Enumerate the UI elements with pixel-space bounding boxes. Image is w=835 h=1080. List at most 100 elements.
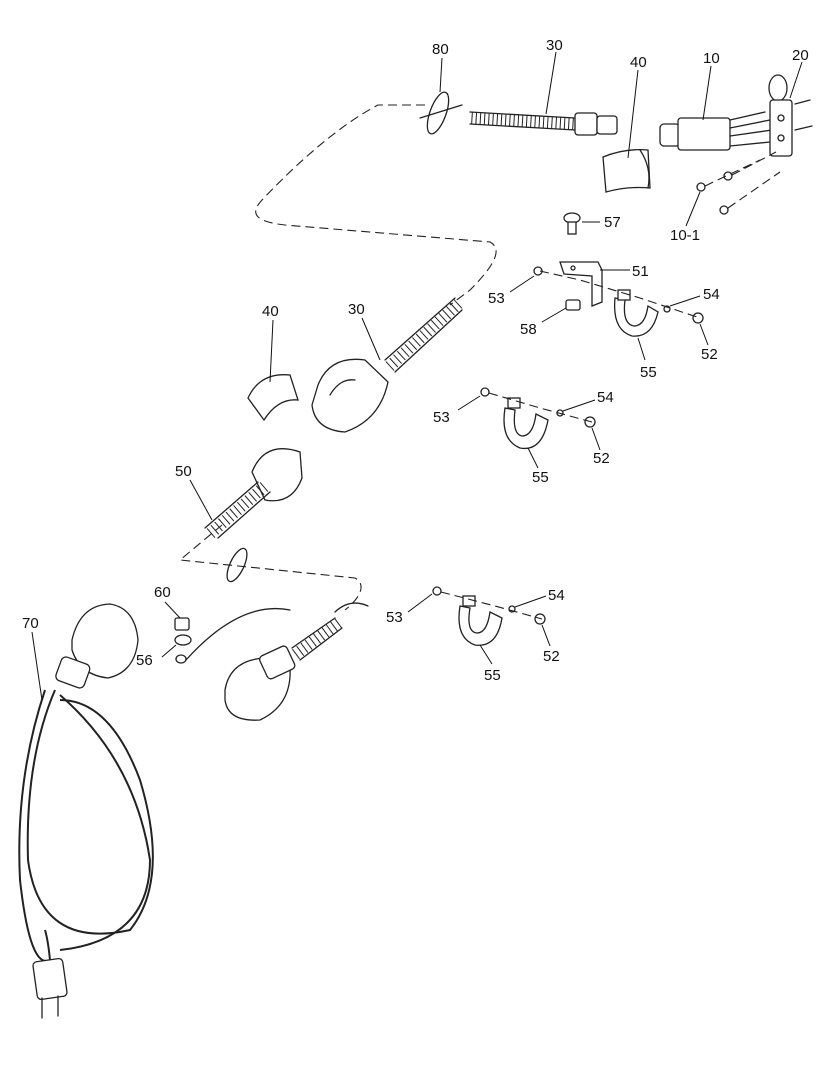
hose-rib [551, 116, 553, 129]
hose-rib [248, 491, 257, 502]
hose-rib [244, 495, 254, 506]
hose-rib [419, 330, 429, 340]
hose-rib [334, 617, 342, 629]
label-52-c: 52 [543, 648, 560, 665]
cable-routing-path [255, 104, 497, 306]
hose-rib [415, 333, 425, 344]
hose-rib [404, 344, 414, 354]
hose-rib [240, 498, 250, 509]
label-56: 56 [136, 652, 153, 669]
knob-57 [563, 212, 581, 235]
hose-rib [446, 306, 455, 316]
terminal-bracket-20 [768, 74, 813, 157]
hose-rib [525, 115, 528, 128]
hose-rib [530, 115, 532, 128]
label-30-top: 30 [546, 37, 563, 54]
hose-rib [329, 620, 338, 632]
hose-rib [538, 115, 541, 129]
label-51: 51 [632, 263, 649, 280]
nut-53-c [432, 586, 442, 596]
hose-rib [487, 112, 490, 126]
hose-rib [321, 627, 330, 638]
hose-rib [225, 511, 235, 522]
label-54-a: 54 [703, 286, 720, 303]
hose-rib [492, 113, 494, 126]
clamp-55-b [503, 397, 549, 450]
hose-rib [500, 113, 503, 126]
hose-rib [483, 112, 486, 125]
hose-rib [567, 117, 570, 130]
hose-rib [534, 115, 536, 128]
label-54-b: 54 [597, 389, 614, 406]
hose-rib [509, 114, 511, 127]
hose-rib [259, 482, 269, 492]
hose-rib [546, 116, 549, 129]
washer-56 [174, 634, 192, 664]
hose-rib [438, 313, 448, 323]
hose-rib [442, 309, 452, 320]
hose-rib [475, 112, 478, 125]
label-53-a: 53 [488, 290, 505, 307]
hose-rib [210, 524, 220, 535]
label-58: 58 [520, 321, 537, 338]
part-labels: 80 30 40 10 20 57 10-1 51 53 54 58 52 55… [22, 37, 809, 684]
clamp-55-a [613, 289, 659, 337]
connector-housing-10 [659, 111, 773, 151]
hose-rib [427, 323, 436, 333]
label-55-a: 55 [640, 364, 657, 381]
power-cord-70 [18, 603, 154, 1019]
hose-rib [296, 645, 305, 657]
hose-rib [229, 508, 239, 519]
hose-rib [236, 501, 246, 512]
hose-rib [313, 633, 321, 644]
hose-rib [218, 518, 227, 529]
hose-rib [252, 488, 261, 499]
hose-rib [430, 319, 440, 330]
label-53-c: 53 [386, 609, 403, 626]
hose-rib [233, 505, 242, 515]
hose-rib [300, 642, 309, 653]
sleeve-40-top [602, 149, 651, 193]
hose-rib [521, 114, 524, 128]
connector-plug [185, 602, 369, 721]
hose-rib [221, 514, 231, 525]
label-53-b: 53 [433, 409, 450, 426]
bracket-51 [559, 261, 603, 307]
label-50: 50 [175, 463, 192, 480]
hose-rib [496, 113, 499, 126]
clamp-55-c [458, 595, 503, 646]
hose-rib [292, 648, 300, 660]
hose-rib [513, 114, 515, 127]
hose-rib [555, 116, 558, 130]
leader-lines [31, 51, 803, 701]
hose-rib [504, 113, 507, 127]
label-52-a: 52 [701, 346, 718, 363]
hose-rib [453, 299, 463, 309]
label-70: 70 [22, 615, 39, 632]
label-54-c: 54 [548, 587, 565, 604]
hose-rib [214, 521, 223, 532]
hose-rib [423, 326, 433, 337]
hose-rib [542, 116, 545, 129]
hose-rib [434, 316, 444, 326]
hose-rib [308, 636, 317, 647]
hose-50 [204, 448, 303, 539]
hose-rib [449, 302, 459, 313]
hose-rib [479, 112, 482, 125]
hose-rib [517, 114, 520, 127]
label-60: 60 [154, 584, 171, 601]
hose-rib [471, 111, 473, 125]
label-20: 20 [792, 47, 809, 64]
hose-rib [255, 485, 265, 496]
hose-rib [412, 337, 421, 347]
hose-rib [559, 117, 562, 130]
label-10-1: 10-1 [670, 227, 700, 244]
cable-tie-lower [226, 547, 248, 583]
hose-rib [317, 630, 326, 641]
label-80: 80 [432, 41, 449, 58]
hose-rib [325, 624, 334, 635]
screws-10-1 [696, 151, 781, 215]
hose-rib [396, 350, 406, 361]
corrugated-hose-30-top [469, 111, 618, 136]
hose-rib [393, 354, 402, 364]
